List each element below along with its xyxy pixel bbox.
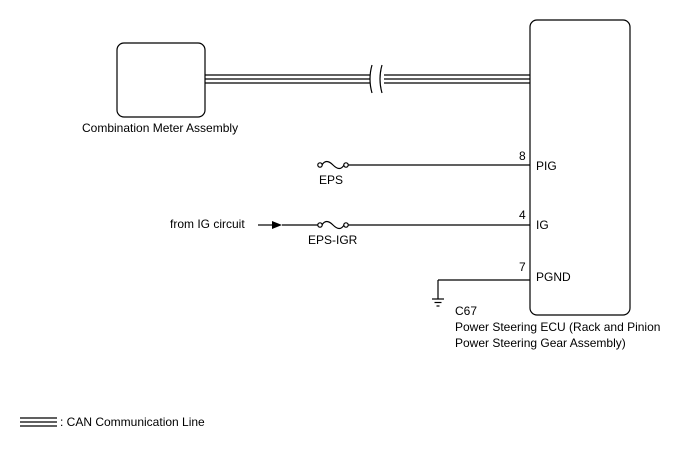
- can-line: [205, 64, 530, 94]
- ig-circuit-source-label: from IG circuit: [170, 217, 245, 231]
- ecu-connector-code: C67: [455, 304, 477, 318]
- fuse-eps-terminal-left: [317, 162, 323, 168]
- legend-can-symbol: [20, 417, 57, 427]
- ig-circuit: [258, 220, 530, 230]
- fuse-eps-igr-label: EPS-IGR: [308, 233, 358, 247]
- legend-can-label: : CAN Communication Line: [60, 415, 205, 429]
- terminal-7-label: PGND: [536, 270, 571, 284]
- fuse-eps-label: EPS: [319, 173, 343, 187]
- can-line-break-mark: [369, 64, 373, 94]
- fuse-eps-terminal-right: [343, 162, 349, 168]
- arrow-right-icon: [272, 221, 282, 229]
- ecu-name-line2: Power Steering Gear Assembly): [455, 336, 626, 350]
- terminal-8-label: PIG: [536, 159, 557, 173]
- pig-circuit: [317, 160, 530, 170]
- terminal-7-pin: 7: [519, 260, 526, 274]
- ecu-box: [529, 19, 631, 316]
- ecu-name-line1: Power Steering ECU (Rack and Pinion: [455, 320, 660, 334]
- fuse-eps-icon: [321, 160, 345, 170]
- terminal-8-pin: 8: [519, 149, 526, 163]
- combination-meter-label: Combination Meter Assembly: [82, 121, 238, 135]
- pgnd-circuit: [432, 279, 530, 307]
- fuse-eps-igr-icon: [321, 220, 345, 230]
- terminal-4-label: IG: [536, 218, 549, 232]
- combination-meter-box: [116, 42, 206, 118]
- ground-icon: [432, 298, 444, 307]
- terminal-4-pin: 4: [519, 208, 526, 222]
